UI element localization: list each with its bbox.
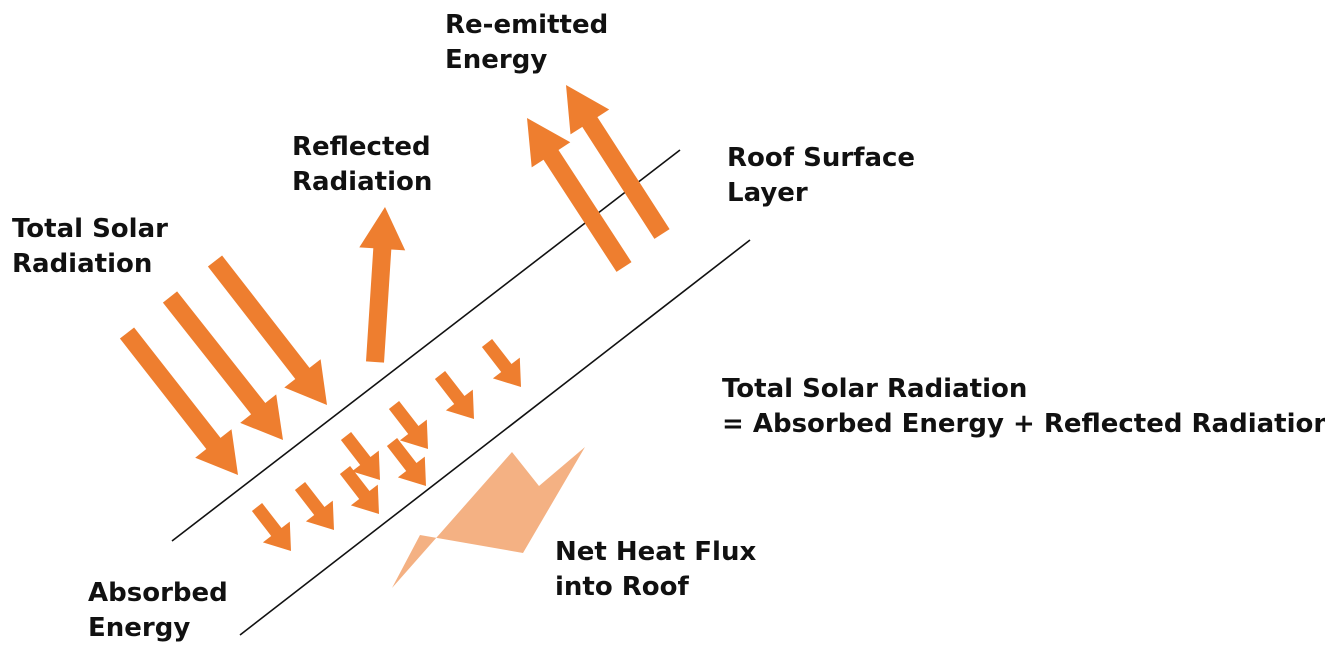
roof-surface-layer-label: Roof Surface Layer <box>727 143 916 208</box>
solar-radiation-arrow-1 <box>119 327 238 475</box>
absorbed-arrow-upper-1 <box>340 432 380 480</box>
absorbed-arrow-lower-1 <box>251 503 291 551</box>
reflected-radiation-arrow <box>359 207 406 363</box>
absorbed-arrow-lower-4 <box>386 438 426 486</box>
reemitted-energy-arrow-1 <box>527 118 632 272</box>
net-heat-flux-label: Net Heat Flux into Roof <box>555 537 757 602</box>
roof-surface-bottom-line <box>239 239 751 636</box>
re-emitted-energy-label: Re-emitted Energy <box>445 10 609 75</box>
absorbed-arrow-upper-4 <box>481 339 521 387</box>
absorbed-arrow-lower-3 <box>339 466 379 514</box>
net-heat-flux-arrow <box>392 447 585 588</box>
solar-radiation-arrow-3 <box>207 255 327 405</box>
absorbed-arrow-upper-2 <box>388 401 428 449</box>
reemitted-energy-arrow-2 <box>566 85 670 239</box>
absorbed-arrow-lower-2 <box>294 482 334 530</box>
reflected-radiation-label: Reflected Radiation <box>292 132 433 197</box>
equation-label: Total Solar Radiation = Absorbed Energy … <box>722 374 1325 439</box>
absorbed-energy-label: Absorbed Energy <box>88 578 228 643</box>
total-solar-radiation-label: Total Solar Radiation <box>12 214 168 279</box>
absorbed-arrow-upper-3 <box>434 371 474 419</box>
roof-surface-top-line <box>171 149 681 542</box>
solar-radiation-arrow-2 <box>162 291 283 440</box>
